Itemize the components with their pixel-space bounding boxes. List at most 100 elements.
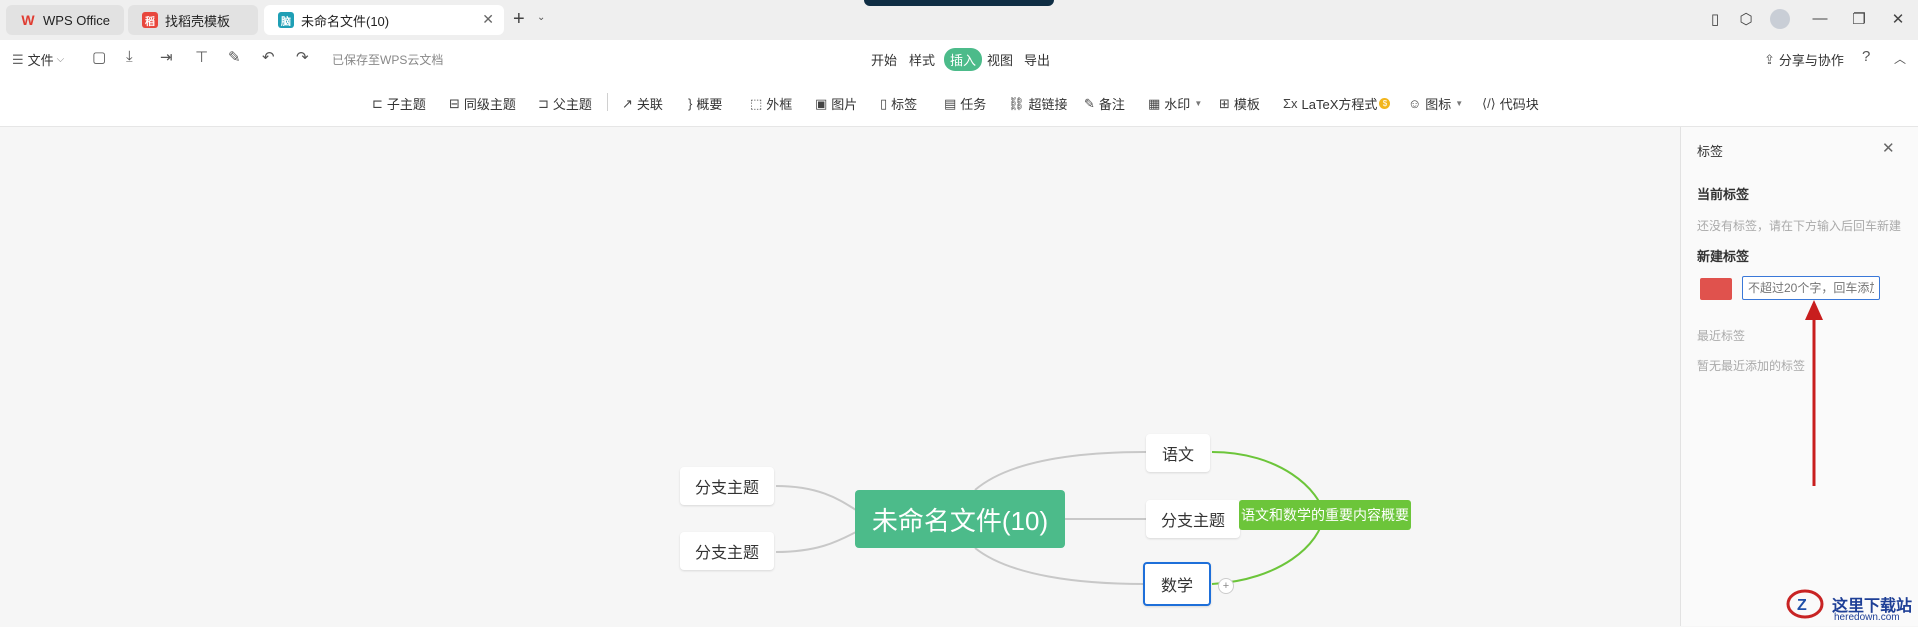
- ribbon-relation[interactable]: ↗关联: [622, 94, 663, 113]
- undo-icon[interactable]: ↶: [262, 49, 275, 66]
- ribbon-summary[interactable]: }概要: [688, 94, 722, 113]
- summary-node[interactable]: 语文和数学的重要内容概要: [1239, 500, 1411, 530]
- tag-panel: [1680, 127, 1918, 626]
- root-topic-node[interactable]: 未命名文件(10): [855, 490, 1065, 548]
- ribbon-label: 图标: [1425, 97, 1452, 112]
- ribbon-note[interactable]: ✎备注: [1084, 94, 1125, 113]
- new-tag-input[interactable]: [1742, 276, 1880, 300]
- parent-topic-icon: ⊐: [538, 95, 549, 111]
- collapse-ribbon-icon[interactable]: ︿: [1894, 52, 1907, 66]
- panel-title: 标签: [1697, 144, 1724, 159]
- ribbon-image[interactable]: ▣图片: [815, 94, 857, 113]
- left-branch-node[interactable]: 分支主题: [680, 467, 774, 505]
- menu-export[interactable]: 导出: [1024, 53, 1051, 68]
- watermark-en: heredown.com: [1834, 612, 1900, 623]
- window-notch: [864, 0, 1054, 6]
- boundary-icon: ⬚: [750, 95, 763, 111]
- tab-mindmap-file[interactable]: 脑 未命名文件(10) ✕: [264, 5, 504, 35]
- ribbon-subtopic[interactable]: ⊏子主题: [372, 94, 426, 113]
- ribbon-parent-topic[interactable]: ⊐父主题: [538, 94, 592, 113]
- ribbon-label: 水印: [1164, 97, 1191, 112]
- ribbon-label: 概要: [696, 97, 723, 112]
- heredown-logo-icon: Z: [1785, 586, 1825, 622]
- right-branch-node-chinese[interactable]: 语文: [1146, 434, 1210, 472]
- cube-icon[interactable]: ⬡: [1739, 11, 1753, 28]
- ribbon-label: LaTeX方程式: [1301, 97, 1378, 112]
- template-icon: ⊞: [1219, 95, 1230, 111]
- export-icon[interactable]: ⇥: [160, 49, 173, 66]
- ribbon-task[interactable]: ▤任务: [944, 94, 986, 113]
- subtopic-icon: ⊏: [372, 95, 383, 111]
- ribbon-tag[interactable]: ▯标签: [880, 94, 917, 113]
- latex-icon: Σx: [1283, 96, 1298, 111]
- mindmap-canvas[interactable]: [0, 127, 1680, 626]
- right-branch-node-math-selected[interactable]: 数学: [1143, 562, 1211, 606]
- share-collaborate-button[interactable]: ⇪ 分享与协作: [1764, 50, 1844, 69]
- recent-tags-heading: 最近标签: [1697, 329, 1746, 343]
- tab-wps-office[interactable]: W WPS Office: [6, 5, 124, 35]
- docer-icon: 稻: [142, 12, 158, 28]
- ribbon-code-block[interactable]: ⟨/⟩代码块: [1482, 94, 1539, 113]
- pen-icon[interactable]: ✎: [228, 49, 241, 66]
- restore-icon[interactable]: ❐: [1852, 11, 1866, 28]
- save-icon[interactable]: ▢: [92, 49, 107, 66]
- download-icon[interactable]: ⤓: [126, 48, 133, 65]
- ribbon-label: 关联: [636, 97, 663, 112]
- ribbon-label: 超链接: [1028, 97, 1068, 112]
- image-icon: ▣: [815, 95, 828, 111]
- share-label: 分享与协作: [1778, 53, 1844, 68]
- format-painter-icon[interactable]: ⊤: [195, 49, 209, 66]
- current-tags-heading: 当前标签: [1697, 187, 1750, 202]
- ribbon-emoji-icon[interactable]: ☺图标▼: [1408, 94, 1463, 113]
- tab-docer-templates[interactable]: 稻 找稻壳模板: [128, 5, 258, 35]
- right-branch-node[interactable]: 分支主题: [1146, 500, 1240, 538]
- ribbon-sibling-topic[interactable]: ⊟同级主题: [449, 94, 516, 113]
- watermark-cn: 这里下载站: [1832, 596, 1913, 615]
- reading-mode-icon[interactable]: ▯: [1710, 11, 1720, 28]
- tab-list-chevron-icon[interactable]: ⌄: [537, 12, 546, 23]
- premium-badge-icon: $: [1379, 98, 1391, 109]
- ribbon-label: 模板: [1233, 97, 1260, 112]
- menu-insert[interactable]: 插入: [944, 48, 983, 71]
- minimize-icon[interactable]: —: [1812, 10, 1828, 27]
- current-tags-empty: 还没有标签，请在下方输入后回车新建: [1697, 219, 1902, 233]
- tag-icon: ▯: [880, 95, 888, 111]
- close-window-icon[interactable]: ✕: [1891, 11, 1905, 28]
- avatar[interactable]: [1770, 9, 1790, 29]
- ribbon-divider: [607, 93, 608, 111]
- task-icon: ▤: [944, 95, 957, 111]
- tag-color-picker[interactable]: [1700, 278, 1732, 300]
- sibling-topic-icon: ⊟: [449, 95, 460, 111]
- left-branch-node[interactable]: 分支主题: [680, 532, 774, 570]
- summary-icon: }: [688, 96, 693, 111]
- annotation-arrow-icon: [1805, 300, 1823, 486]
- watermark-icon: ▦: [1148, 95, 1161, 111]
- file-menu-label: 文件: [27, 53, 54, 68]
- menu-view[interactable]: 视图: [987, 53, 1014, 68]
- ribbon-label: 子主题: [386, 97, 426, 112]
- ribbon-hyperlink[interactable]: ⛓超链接: [1008, 94, 1068, 113]
- close-panel-icon[interactable]: ✕: [1882, 140, 1895, 157]
- note-icon: ✎: [1084, 95, 1095, 111]
- ribbon-label: 外框: [766, 97, 793, 112]
- code-block-icon: ⟨/⟩: [1482, 95, 1496, 111]
- menu-style[interactable]: 样式: [909, 53, 936, 68]
- ribbon-template[interactable]: ⊞模板: [1219, 94, 1260, 113]
- new-tab-plus-icon[interactable]: +: [513, 8, 525, 30]
- redo-icon[interactable]: ↷: [296, 49, 309, 66]
- new-tag-heading: 新建标签: [1697, 249, 1750, 264]
- share-icon: ⇪: [1764, 51, 1775, 67]
- ribbon-watermark[interactable]: ▦水印▼: [1148, 94, 1202, 113]
- close-tab-icon[interactable]: ✕: [482, 11, 494, 27]
- add-node-plus-icon[interactable]: +: [1218, 578, 1234, 594]
- ribbon-label: 同级主题: [463, 97, 516, 112]
- ribbon-boundary[interactable]: ⬚外框: [750, 94, 792, 113]
- tab-label: 找稻壳模板: [165, 13, 231, 29]
- file-menu-button[interactable]: ☰ 文件 ⌵: [12, 50, 64, 69]
- menu-start[interactable]: 开始: [871, 53, 898, 68]
- ribbon-label: 任务: [960, 97, 987, 112]
- mindmap-file-icon: 脑: [278, 12, 294, 28]
- help-icon[interactable]: ?: [1862, 48, 1871, 65]
